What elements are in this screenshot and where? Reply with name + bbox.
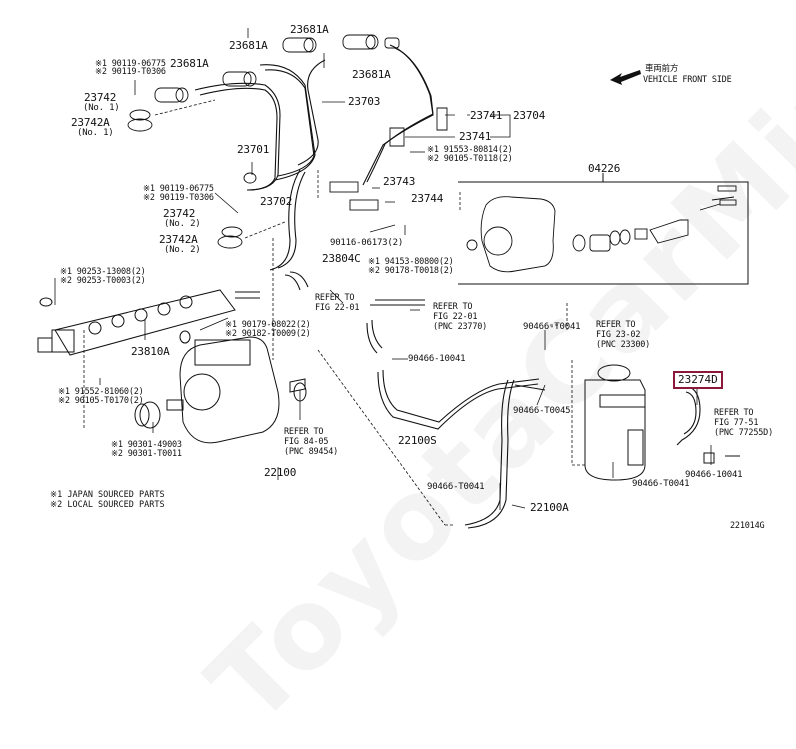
ref-line: (PNC 89454) — [284, 447, 339, 457]
part-label-22100S[interactable]: 22100S — [398, 434, 437, 447]
alt-part-2[interactable]: ※2 90105-T0118(2) — [427, 154, 513, 164]
part-label-23681A[interactable]: 23681A — [352, 68, 391, 81]
part-label-23741[interactable]: 23741 — [470, 109, 503, 122]
part-label-04226[interactable]: 04226 — [588, 162, 621, 175]
part-label-90116-06173[interactable]: 90116-06173(2) — [330, 238, 404, 248]
part-label-90466-T0041[interactable]: 90466-T0041 — [632, 479, 690, 489]
vehicle-front-arrow-icon — [610, 70, 641, 85]
alt-part-1[interactable]: ※1 91552-81060(2) — [58, 387, 144, 397]
part-label-23704[interactable]: 23704 — [513, 109, 546, 122]
ref-line: REFER TO — [596, 320, 636, 330]
part-label-23681A[interactable]: 23681A — [229, 39, 268, 52]
diagram-id: 221014G — [730, 521, 765, 531]
highlighted-part-23274D[interactable]: 23274D — [673, 371, 723, 389]
direction-label-en: VEHICLE FRONT SIDE — [643, 75, 732, 85]
refer-to-fig-23-02[interactable]: REFER TO FIG 23-02 (PNC 23300) — [596, 320, 650, 350]
refer-to-fig-22-01-pnc-23770[interactable]: REFER TO FIG 22-01 (PNC 23770) — [433, 302, 487, 332]
ref-line: FIG 22-01 — [315, 303, 360, 313]
ref-line: FIG 77-51 — [714, 418, 759, 428]
part-label-90466-T0041[interactable]: 90466-T0041 — [523, 322, 581, 332]
legend-item: ※2 LOCAL SOURCED PARTS — [50, 500, 165, 510]
alt-part-1[interactable]: ※1 94153-80800(2) — [368, 257, 454, 267]
leader-lines — [54, 28, 712, 510]
part-label-23743[interactable]: 23743 — [383, 175, 416, 188]
ref-line: REFER TO — [714, 408, 754, 418]
part-label-23701[interactable]: 23701 — [237, 143, 270, 156]
part-label-23742A[interactable]: 23742A — [71, 116, 110, 129]
part-label-23702[interactable]: 23702 — [260, 195, 293, 208]
alt-part-2[interactable]: ※2 90119-T0306 — [95, 67, 166, 77]
part-label-90466-T0045[interactable]: 90466-T0045 — [513, 406, 571, 416]
alt-part-2[interactable]: ※2 90301-T0011 — [111, 449, 182, 459]
alt-part-1[interactable]: ※1 90253-13008(2) — [60, 267, 146, 277]
refer-to-fig-84-05[interactable]: REFER TO FIG 84-05 (PNC 89454) — [284, 427, 338, 457]
diagram-drawing — [37, 28, 749, 529]
ref-line: REFER TO — [284, 427, 324, 437]
dashed-leaders — [83, 99, 585, 526]
refer-to-fig-22-01[interactable]: REFER TO FIG 22-01 — [315, 293, 359, 313]
part-label-23804C[interactable]: 23804C — [322, 252, 361, 265]
ref-line: FIG 22-01 — [433, 312, 478, 322]
alt-part-2[interactable]: ※2 90182-T0009(2) — [225, 329, 311, 339]
part-label-23741[interactable]: 23741 — [459, 130, 492, 143]
part-label-23742[interactable]: 23742 — [84, 91, 117, 104]
part-label-23681A[interactable]: 23681A — [290, 23, 329, 36]
part-label-23742[interactable]: 23742 — [163, 207, 196, 220]
fuel-hoses — [284, 271, 701, 529]
part-note-no2: (No. 2) — [164, 245, 201, 255]
ref-line: (PNC 23300) — [596, 340, 651, 350]
alt-part-2[interactable]: ※2 90119-T0306 — [143, 193, 214, 203]
part-note-no1: (No. 1) — [77, 128, 114, 138]
alt-part-1[interactable]: ※1 90301-49003 — [111, 440, 182, 450]
legend: ※1 JAPAN SOURCED PARTS ※2 LOCAL SOURCED … — [50, 490, 165, 510]
alt-part-1[interactable]: ※1 91553-80814(2) — [427, 145, 513, 155]
alt-part-2[interactable]: ※2 90178-T0018(2) — [368, 266, 454, 276]
direction-label-jp: 車両前方 — [645, 64, 679, 74]
part-label-90466-T0041[interactable]: 90466-T0041 — [427, 482, 485, 492]
part-label-23742A[interactable]: 23742A — [159, 233, 198, 246]
part-label-23744[interactable]: 23744 — [411, 192, 444, 205]
ref-line: REFER TO — [433, 302, 473, 312]
ref-line: FIG 23-02 — [596, 330, 641, 340]
part-label-90466-10041[interactable]: 90466-10041 — [408, 354, 466, 364]
high-pressure-pump — [134, 330, 307, 444]
injection-pipes — [194, 44, 434, 271]
refer-to-fig-77-51[interactable]: REFER TO FIG 77-51 (PNC 77255D) — [714, 408, 773, 438]
clamps — [127, 109, 243, 249]
alt-part-1[interactable]: ※1 90119-06775 — [95, 59, 166, 69]
part-note-no2: (No. 2) — [164, 219, 201, 229]
part-label-90466-10041[interactable]: 90466-10041 — [685, 470, 743, 480]
part-label-23681A[interactable]: 23681A — [170, 57, 209, 70]
part-label-22100[interactable]: 22100 — [264, 466, 297, 479]
alt-part-1[interactable]: ※1 90179-08022(2) — [225, 320, 311, 330]
alt-part-1[interactable]: ※1 90119-06775 — [143, 184, 214, 194]
part-note-no1: (No. 1) — [83, 103, 120, 113]
alt-part-2[interactable]: ※2 90253-T0003(2) — [60, 276, 146, 286]
ref-line: (PNC 23770) — [433, 322, 488, 332]
ref-line: REFER TO — [315, 293, 355, 303]
legend-item: ※1 JAPAN SOURCED PARTS — [50, 490, 165, 500]
part-label-22100A[interactable]: 22100A — [530, 501, 569, 514]
common-rail — [37, 289, 260, 356]
part-label-23703[interactable]: 23703 — [348, 95, 381, 108]
ref-line: FIG 84-05 — [284, 437, 329, 447]
alt-part-2[interactable]: ※2 90105-T0170(2) — [58, 396, 144, 406]
ref-line: (PNC 77255D) — [714, 428, 774, 438]
supply-pump-assembly — [466, 185, 737, 273]
parts-diagram: ToyotaCarMine.ru — [37, 0, 796, 749]
pipe-fittings — [154, 34, 448, 211]
part-label-23810A[interactable]: 23810A — [131, 345, 170, 358]
